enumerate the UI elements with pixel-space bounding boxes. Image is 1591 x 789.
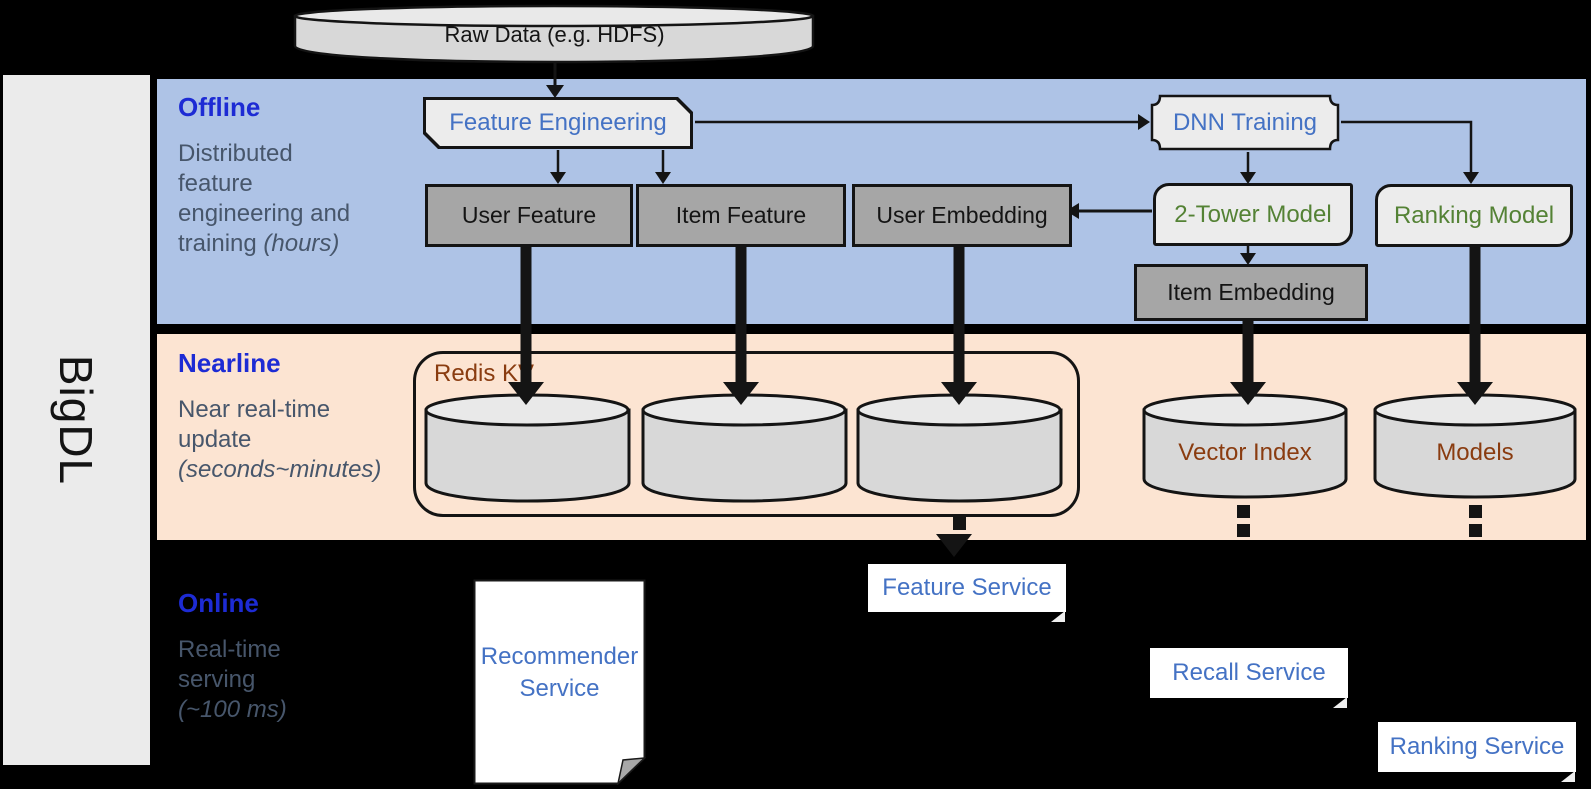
nearline-desc-line3: (seconds~minutes): [178, 456, 382, 483]
folded-corner-icon: [1051, 611, 1065, 622]
cylinder-shape: [856, 393, 1063, 503]
node-recall-service: Recall Service: [1150, 648, 1348, 708]
user-feature-label: User Feature: [461, 202, 597, 228]
redis-cylinder-2: [640, 393, 849, 507]
bigdl-label: BigDL: [50, 354, 103, 486]
offline-desc-line4-normal: training: [178, 230, 264, 257]
node-dnn-training: DNN Training: [1150, 94, 1340, 151]
bigdl-sidebar: BigDL: [3, 75, 150, 765]
online-desc-line2: serving: [178, 666, 256, 693]
cylinder-shape: [641, 393, 848, 503]
node-ranking-model: Ranking Model: [1375, 184, 1573, 247]
recall-service-label: Recall Service: [1172, 659, 1326, 686]
redis-cylinder-1: [423, 393, 632, 507]
node-feature-engineering: Feature Engineering: [423, 97, 693, 149]
cylinder-shape: [1373, 393, 1577, 499]
online-desc-line1: Real-time: [178, 636, 281, 663]
offline-desc-line4: training (hours): [178, 229, 418, 259]
node-item-embedding: Item Embedding: [1134, 264, 1368, 321]
node-user-feature: User Feature: [425, 184, 633, 247]
offline-desc-line4-italic: (hours): [263, 230, 340, 257]
recommender-service-label: Recommender Service: [480, 643, 639, 702]
offline-desc-line3: engineering and: [178, 200, 351, 227]
cylinder-shape: [293, 4, 815, 64]
dnn-training-label: DNN Training: [1172, 108, 1318, 136]
raw-data-cylinder: Raw Data (e.g. HDFS): [293, 4, 816, 64]
node-recommender-service: Recommender Service: [473, 579, 646, 785]
feature-engineering-fill: [426, 100, 690, 146]
redis-kv-container: Redis KV: [413, 351, 1080, 517]
feature-service-label: Feature Service: [882, 574, 1052, 601]
node-feature-service: Feature Service: [868, 564, 1066, 622]
models-label: Models: [1436, 439, 1514, 466]
online-desc-line3: (~100 ms): [178, 696, 287, 723]
nearline-section-label: Nearline Near real-time update (seconds~…: [178, 348, 418, 485]
user-embedding-label: User Embedding: [876, 202, 1048, 228]
redis-kv-label: Redis KV: [434, 360, 535, 387]
online-section-label: Online Real-time serving (~100 ms): [178, 588, 418, 725]
item-embedding-label: Item Embedding: [1167, 279, 1335, 305]
node-two-tower-model: 2-Tower Model: [1153, 183, 1353, 246]
node-ranking-service: Ranking Service: [1378, 722, 1576, 782]
cylinder-shape: [1142, 393, 1348, 499]
vector-index-label: Vector Index: [1178, 439, 1312, 466]
feature-engineering-label: Feature Engineering: [449, 109, 667, 136]
nearline-desc-line2: update: [178, 426, 252, 453]
online-title: Online: [178, 588, 259, 618]
folded-corner-icon: [1333, 697, 1347, 708]
folded-corner-icon: [1561, 771, 1575, 782]
nearline-title: Nearline: [178, 348, 281, 378]
offline-title: Offline: [178, 92, 261, 122]
ranking-service-label: Ranking Service: [1389, 733, 1565, 760]
offline-desc-line2: feature: [178, 170, 253, 197]
plaque-shape: [1150, 94, 1340, 151]
vector-index-cylinder: Vector Index: [1141, 393, 1349, 503]
nearline-desc-line1: Near real-time: [178, 396, 331, 423]
two-tower-model-label: 2-Tower Model: [1174, 200, 1332, 228]
redis-cylinder-3: [855, 393, 1064, 507]
ranking-model-label: Ranking Model: [1393, 201, 1555, 229]
offline-desc-line1: Distributed: [178, 140, 293, 167]
models-cylinder: Models: [1372, 393, 1578, 503]
node-item-feature: Item Feature: [636, 184, 846, 247]
node-user-embedding: User Embedding: [852, 184, 1072, 247]
document-shape: [473, 579, 646, 785]
raw-data-label: Raw Data (e.g. HDFS): [444, 22, 665, 47]
item-feature-label: Item Feature: [675, 202, 807, 228]
cylinder-shape: [424, 393, 631, 503]
offline-section-label: Offline Distributed feature engineering …: [178, 92, 418, 259]
